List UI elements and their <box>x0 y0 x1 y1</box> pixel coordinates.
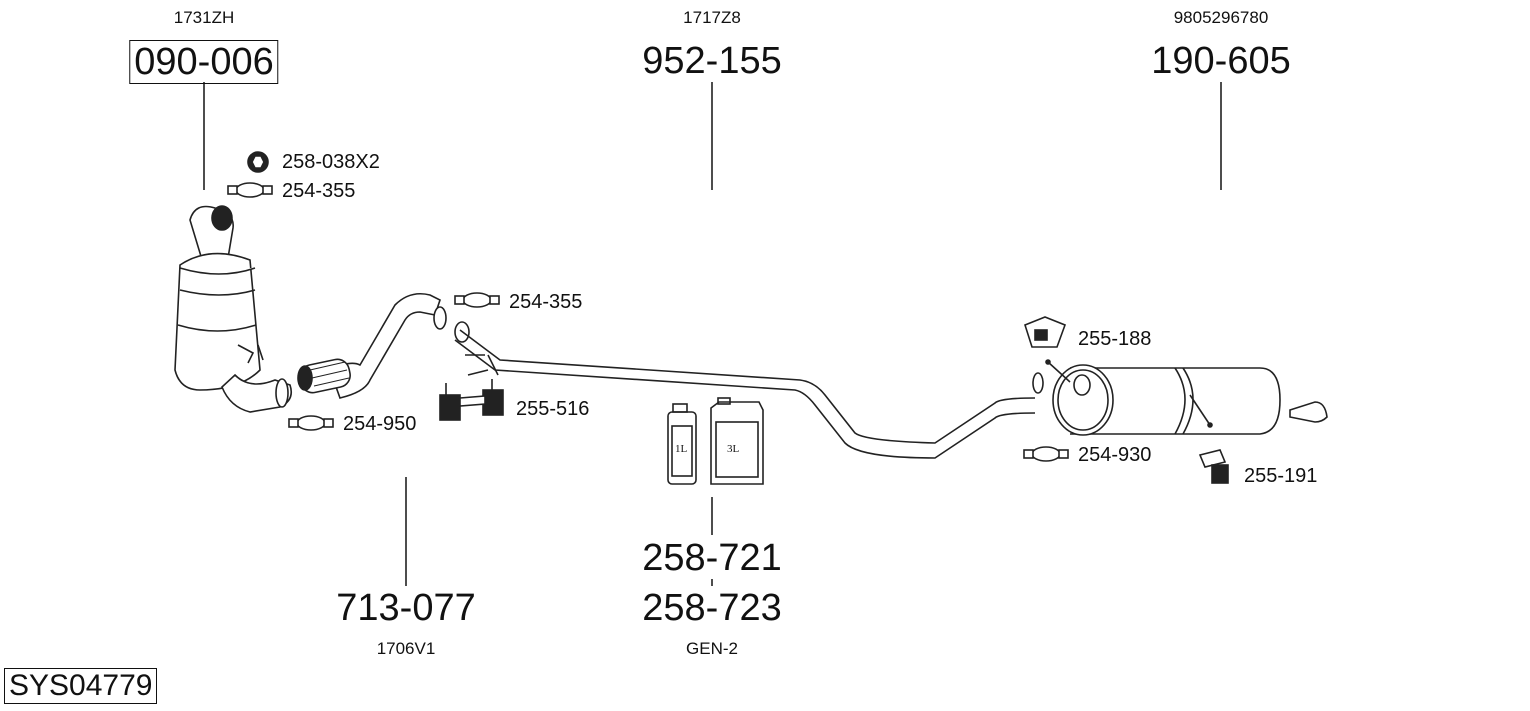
middle-pipe-drawing <box>454 321 1044 459</box>
oe-ref-1706v1: 1706V1 <box>376 639 436 658</box>
rubber-mount-icon <box>439 379 504 421</box>
accessory-255-516[interactable]: 255-516 <box>516 398 590 420</box>
canister-3l-label: 3L <box>727 443 740 455</box>
front-pipe-drawing <box>297 292 447 399</box>
canister-1l-icon <box>667 403 697 485</box>
accessory-254-930[interactable]: 254-930 <box>1078 444 1152 466</box>
canister-1l-label: 1L <box>675 443 688 455</box>
nut-icon <box>247 151 269 173</box>
leader-lines <box>203 82 1222 586</box>
part-number-952-155[interactable]: 952-155 <box>642 40 782 82</box>
accessory-254-355-b[interactable]: 254-355 <box>509 291 583 313</box>
bracket-icons <box>1024 316 1229 484</box>
oe-ref-1731zh: 1731ZH <box>173 8 235 27</box>
part-number-258-723[interactable]: 258-723 <box>642 587 782 629</box>
accessory-255-188[interactable]: 255-188 <box>1078 328 1152 350</box>
accessory-254-355[interactable]: 254-355 <box>282 180 356 202</box>
accessory-254-950[interactable]: 254-950 <box>343 413 417 435</box>
rear-silencer-drawing <box>1045 359 1328 436</box>
canister-3l-icon <box>710 397 764 485</box>
diagram-id: SYS04779 <box>4 668 158 704</box>
clamp-icons <box>227 182 1069 462</box>
part-number-090-006[interactable]: 090-006 <box>129 40 279 84</box>
accessory-258-038x2[interactable]: 258-038X2 <box>282 151 380 173</box>
oe-ref-9805296780: 9805296780 <box>1173 8 1269 27</box>
particulate-filter-drawing <box>174 205 293 413</box>
oe-ref-1717z8: 1717Z8 <box>683 8 741 27</box>
part-number-713-077[interactable]: 713-077 <box>336 587 476 629</box>
part-number-190-605[interactable]: 190-605 <box>1151 40 1291 82</box>
oe-ref-gen-2: GEN-2 <box>686 639 738 658</box>
accessory-255-191[interactable]: 255-191 <box>1244 465 1318 487</box>
part-number-258-721[interactable]: 258-721 <box>642 537 782 579</box>
